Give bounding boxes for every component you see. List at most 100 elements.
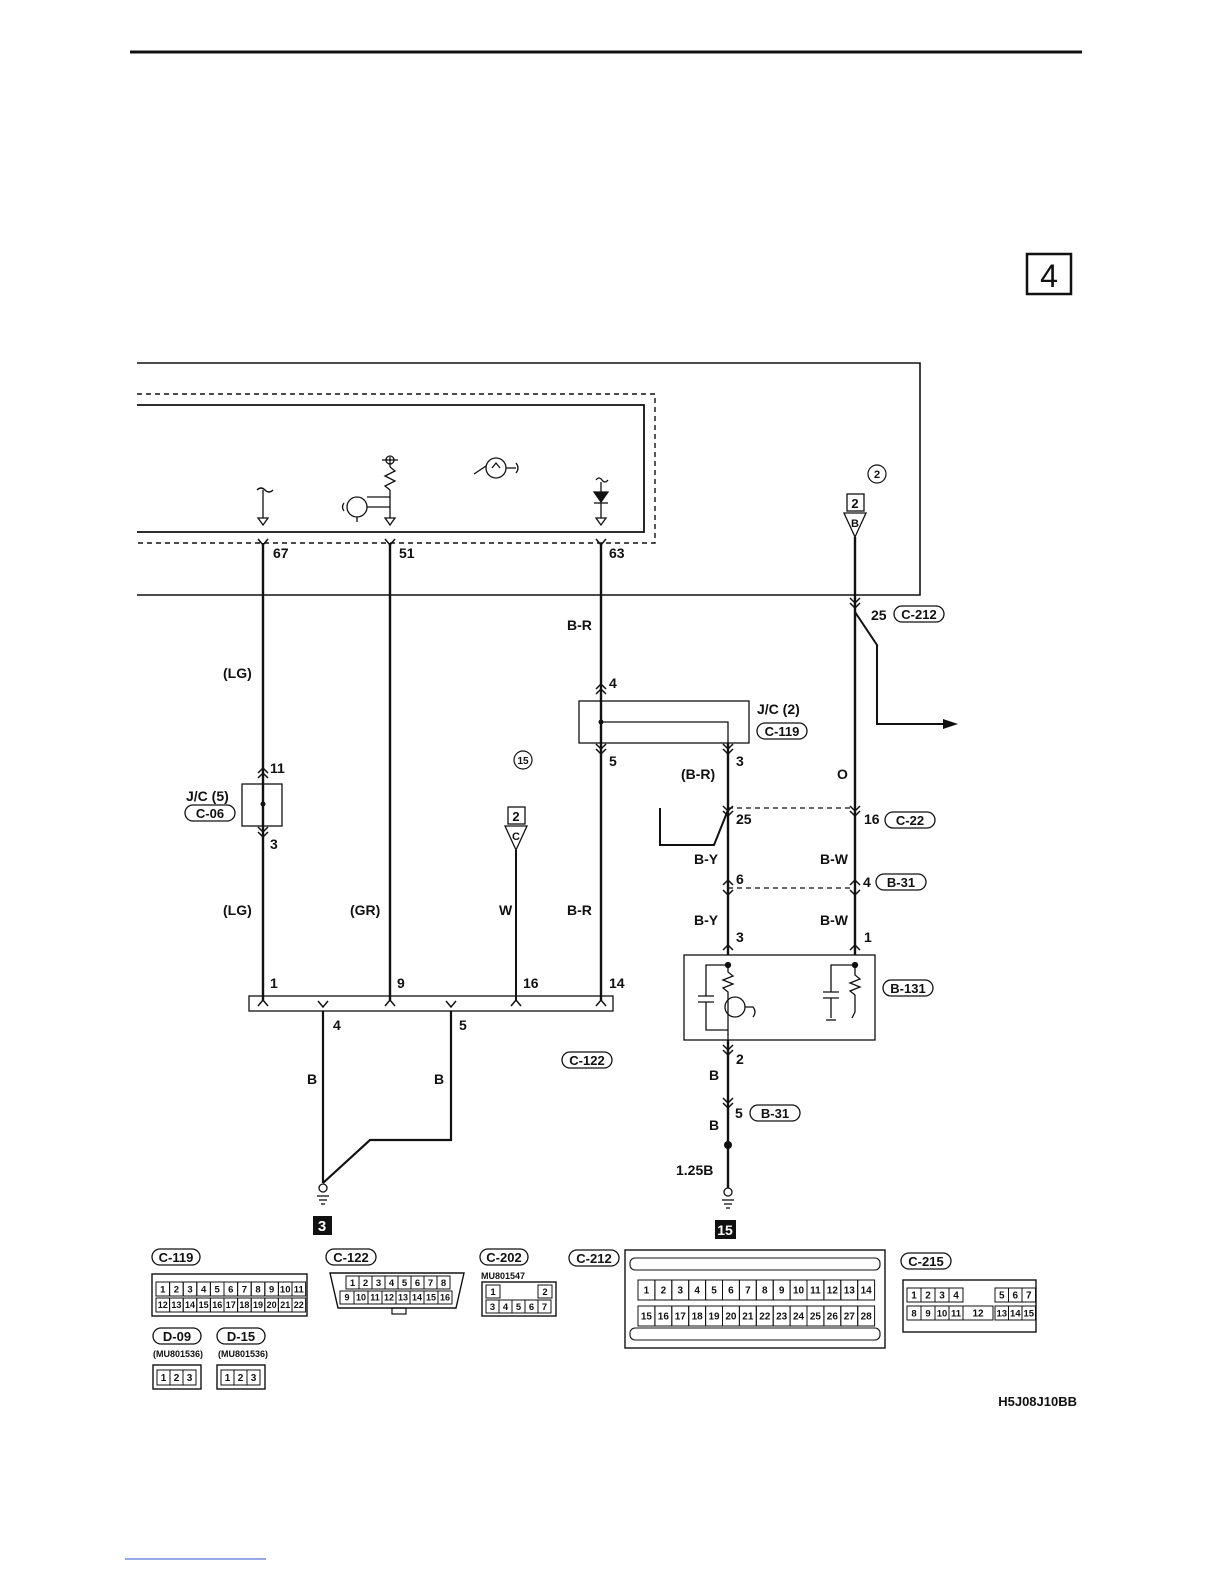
view-c202-body bbox=[481, 1281, 557, 1317]
pin-2-b131: 2 bbox=[736, 1051, 744, 1067]
connector-pin-number: 2 bbox=[925, 1291, 931, 1302]
connector-pin-number: 19 bbox=[708, 1312, 720, 1323]
pin-5-b31: 5 bbox=[735, 1105, 743, 1121]
connector-pin-number: 3 bbox=[677, 1286, 683, 1297]
c212-tag bbox=[893, 605, 945, 623]
connector-pin-number: 24 bbox=[793, 1312, 805, 1323]
pin-3-jc5: 3 bbox=[270, 836, 278, 852]
connector-pin-number: 8 bbox=[255, 1284, 260, 1295]
c122-connector-bar bbox=[248, 995, 614, 1012]
connector-pin-cell bbox=[436, 1275, 451, 1290]
connector-pin-number: 9 bbox=[925, 1308, 930, 1319]
jc2-internal-bus bbox=[601, 721, 729, 743]
connector-pin-number: 17 bbox=[226, 1300, 236, 1310]
connector-pin-number: 3 bbox=[187, 1284, 192, 1295]
connector-pin-number: 1 bbox=[911, 1291, 917, 1302]
connector-pin-number: 5 bbox=[516, 1302, 522, 1313]
connector-pin-number: 13 bbox=[996, 1308, 1007, 1319]
wire-branch-right bbox=[854, 611, 945, 725]
view-c122-key bbox=[391, 1307, 407, 1315]
ref-box-2c bbox=[507, 806, 526, 825]
c122-pin-9: 9 bbox=[397, 975, 405, 991]
ref-circle-2-label: 2 bbox=[874, 469, 880, 481]
connector-pin-number: 21 bbox=[280, 1300, 290, 1310]
connector-pin-number: 11 bbox=[370, 1293, 380, 1303]
section-number-box bbox=[1025, 252, 1073, 296]
pin-63: 63 bbox=[609, 545, 625, 561]
connector-pin-number: 2 bbox=[661, 1286, 667, 1297]
jc2-box bbox=[578, 700, 750, 744]
view-c202-tag bbox=[479, 1248, 529, 1266]
b131-box bbox=[683, 954, 876, 1041]
b131-internal-circuit bbox=[698, 961, 862, 1040]
c122-label: C-122 bbox=[569, 1053, 604, 1068]
connector-pin-number: 2 bbox=[363, 1278, 368, 1289]
connector-pin-number: 2 bbox=[174, 1373, 180, 1384]
connector-pin-number: 11 bbox=[810, 1286, 821, 1297]
connector-pin-number: 10 bbox=[937, 1308, 948, 1319]
pin-4: 4 bbox=[609, 675, 617, 691]
pin-67: 67 bbox=[273, 545, 289, 561]
connector-pin-number: 4 bbox=[694, 1286, 700, 1297]
view-c119-body bbox=[151, 1273, 308, 1317]
connector-pin-cell bbox=[485, 1284, 501, 1299]
pin-11: 11 bbox=[270, 760, 285, 776]
pin-4-b31: 4 bbox=[863, 874, 871, 890]
view-c212-body bbox=[624, 1249, 886, 1349]
pin-67-arrow bbox=[257, 538, 269, 547]
connector-pin-number: 18 bbox=[692, 1312, 704, 1323]
pin-51-arrow bbox=[384, 538, 396, 547]
b31-label-b: B-31 bbox=[761, 1106, 789, 1121]
connector-pin-cell bbox=[537, 1299, 552, 1314]
c122-pin-14: 14 bbox=[609, 975, 625, 991]
connector-pin-number: 15 bbox=[426, 1293, 436, 1303]
ref-triangle-c bbox=[503, 825, 529, 852]
connector-pin-number: 22 bbox=[759, 1312, 771, 1323]
connector-pin-number: 25 bbox=[810, 1312, 822, 1323]
view-c119-label: C-119 bbox=[159, 1250, 194, 1265]
view-c122-label: C-122 bbox=[333, 1250, 368, 1265]
connector-pin-number: 5 bbox=[215, 1284, 221, 1295]
connector-pin-number: 8 bbox=[762, 1286, 768, 1297]
section-number: 4 bbox=[1040, 258, 1058, 294]
c122-pin-arrows bbox=[257, 998, 607, 1009]
ecu-inner-box bbox=[137, 404, 645, 533]
pin-25-c212: 25 bbox=[871, 607, 887, 623]
c22-label: C-22 bbox=[896, 813, 924, 828]
connector-pin-number: 10 bbox=[793, 1286, 805, 1297]
connector-pin-number: 22 bbox=[294, 1300, 304, 1310]
jc2-label: J/C (2) bbox=[757, 701, 800, 717]
connector-pin-number: 6 bbox=[529, 1302, 534, 1313]
b31-pin-arrows-right bbox=[849, 878, 861, 897]
diagram-id: H5J08J10BB bbox=[998, 1394, 1077, 1409]
connector-pin-number: 23 bbox=[776, 1312, 788, 1323]
view-c122-body bbox=[329, 1272, 465, 1309]
b31-pin-arrows-left bbox=[722, 878, 734, 897]
connector-pin-number: 16 bbox=[440, 1293, 450, 1303]
b131-tag bbox=[882, 979, 934, 997]
connector-pin-number: 7 bbox=[542, 1302, 547, 1313]
connector-pin-number: 4 bbox=[953, 1291, 959, 1302]
connector-pin-number: 5 bbox=[711, 1286, 717, 1297]
jc5-pin-arrows bbox=[257, 766, 269, 839]
connector-pin-number: 1 bbox=[644, 1286, 650, 1297]
view-c202-part: MU801547 bbox=[481, 1271, 525, 1281]
ref-box-2c-num: 2 bbox=[512, 809, 519, 824]
connector-pin-number: 28 bbox=[861, 1312, 873, 1323]
connector-pin-cell bbox=[948, 1287, 964, 1303]
connector-pin-number: 16 bbox=[658, 1312, 670, 1323]
connector-pin-number: 26 bbox=[827, 1312, 839, 1323]
connector-pin-number: 12 bbox=[972, 1309, 984, 1320]
view-c215-label: C-215 bbox=[908, 1254, 943, 1269]
connector-pin-cell bbox=[537, 1284, 553, 1299]
connector-pin-number: 18 bbox=[239, 1300, 249, 1310]
wire-label-by-1: B-Y bbox=[694, 851, 719, 867]
pin-63-arrow bbox=[595, 538, 607, 547]
connector-pin-number: 14 bbox=[861, 1286, 873, 1297]
connector-pin-number: 4 bbox=[201, 1284, 207, 1295]
